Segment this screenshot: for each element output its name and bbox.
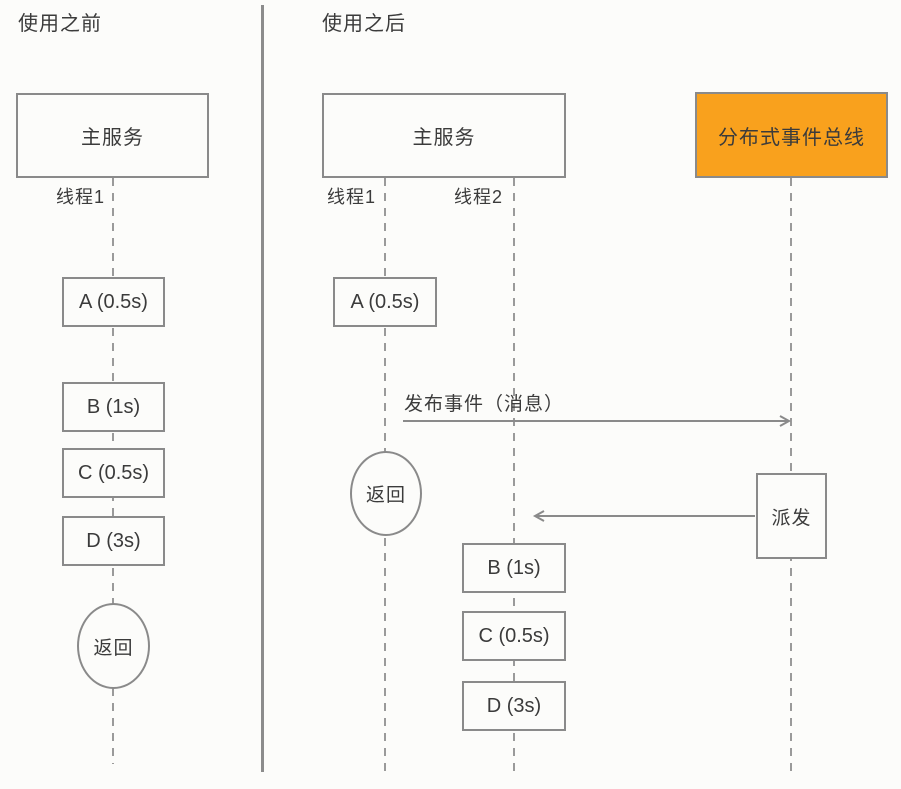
before-main-service-box: 主服务 bbox=[16, 93, 209, 178]
after-panel-title: 使用之后 bbox=[322, 13, 406, 35]
before-task-a-box: A (0.5s) bbox=[62, 277, 165, 327]
after-return-ellipse: 返回 bbox=[350, 451, 422, 536]
before-thread1-label: 线程1 bbox=[56, 187, 106, 207]
after-task-c-box: C (0.5s) bbox=[462, 611, 566, 661]
after-thread1-label: 线程1 bbox=[327, 187, 377, 207]
after-task-b-box: B (1s) bbox=[462, 543, 566, 593]
event-bus-box: 分布式事件总线 bbox=[695, 92, 888, 178]
after-thread2-label: 线程2 bbox=[454, 187, 504, 207]
dispatch-box: 派发 bbox=[756, 473, 827, 559]
before-task-d-box: D (3s) bbox=[62, 516, 165, 566]
before-return-ellipse: 返回 bbox=[77, 603, 150, 689]
before-panel-title: 使用之前 bbox=[18, 13, 102, 35]
publish-event-label: 发布事件（消息） bbox=[404, 394, 565, 415]
panel-divider bbox=[261, 5, 264, 772]
after-main-service-box: 主服务 bbox=[322, 93, 566, 178]
before-task-c-box: C (0.5s) bbox=[62, 448, 165, 498]
after-task-a-box: A (0.5s) bbox=[333, 277, 437, 327]
before-task-b-box: B (1s) bbox=[62, 382, 165, 432]
after-task-d-box: D (3s) bbox=[462, 681, 566, 731]
